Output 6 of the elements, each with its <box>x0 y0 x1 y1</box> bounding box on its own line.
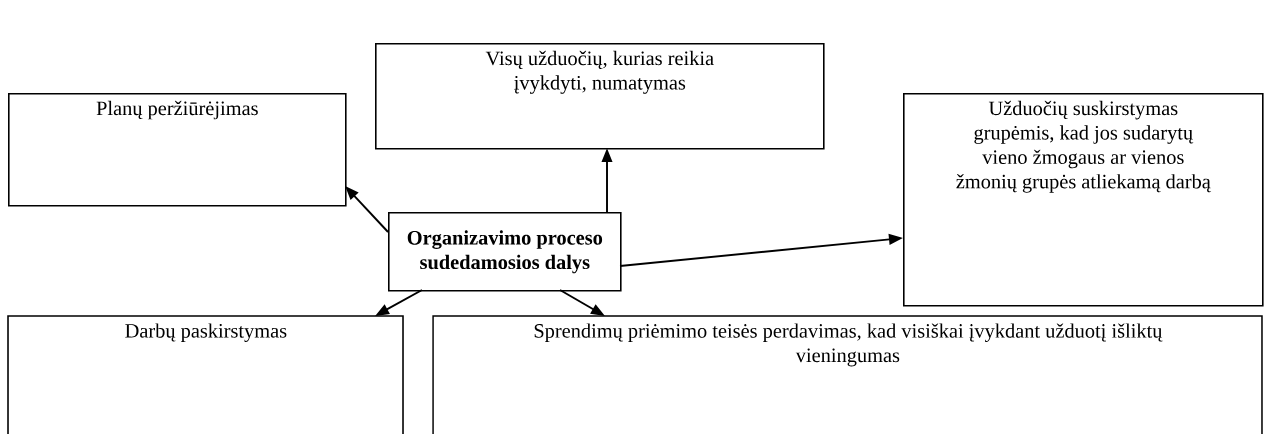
process-box: Visų užduočių, kurias reikia įvykdyti, numatymas <box>375 43 825 150</box>
process-box: Planų peržiūrėjimas <box>8 93 347 207</box>
process-box: Sprendimų priėmimo teisės perdavimas, kad visiškai įvykdant užduotį išliktų vieningumas <box>432 315 1263 434</box>
process-box: Darbų paskirstymas <box>7 315 404 434</box>
process-box: Organizavimo proceso sudedamosios dalys <box>388 212 622 292</box>
process-box: Užduočių suskirstymas grupėmis, kad jos sudarytų vieno žmogaus ar vienos žmonių grupės atliekamą darbą <box>903 93 1264 307</box>
